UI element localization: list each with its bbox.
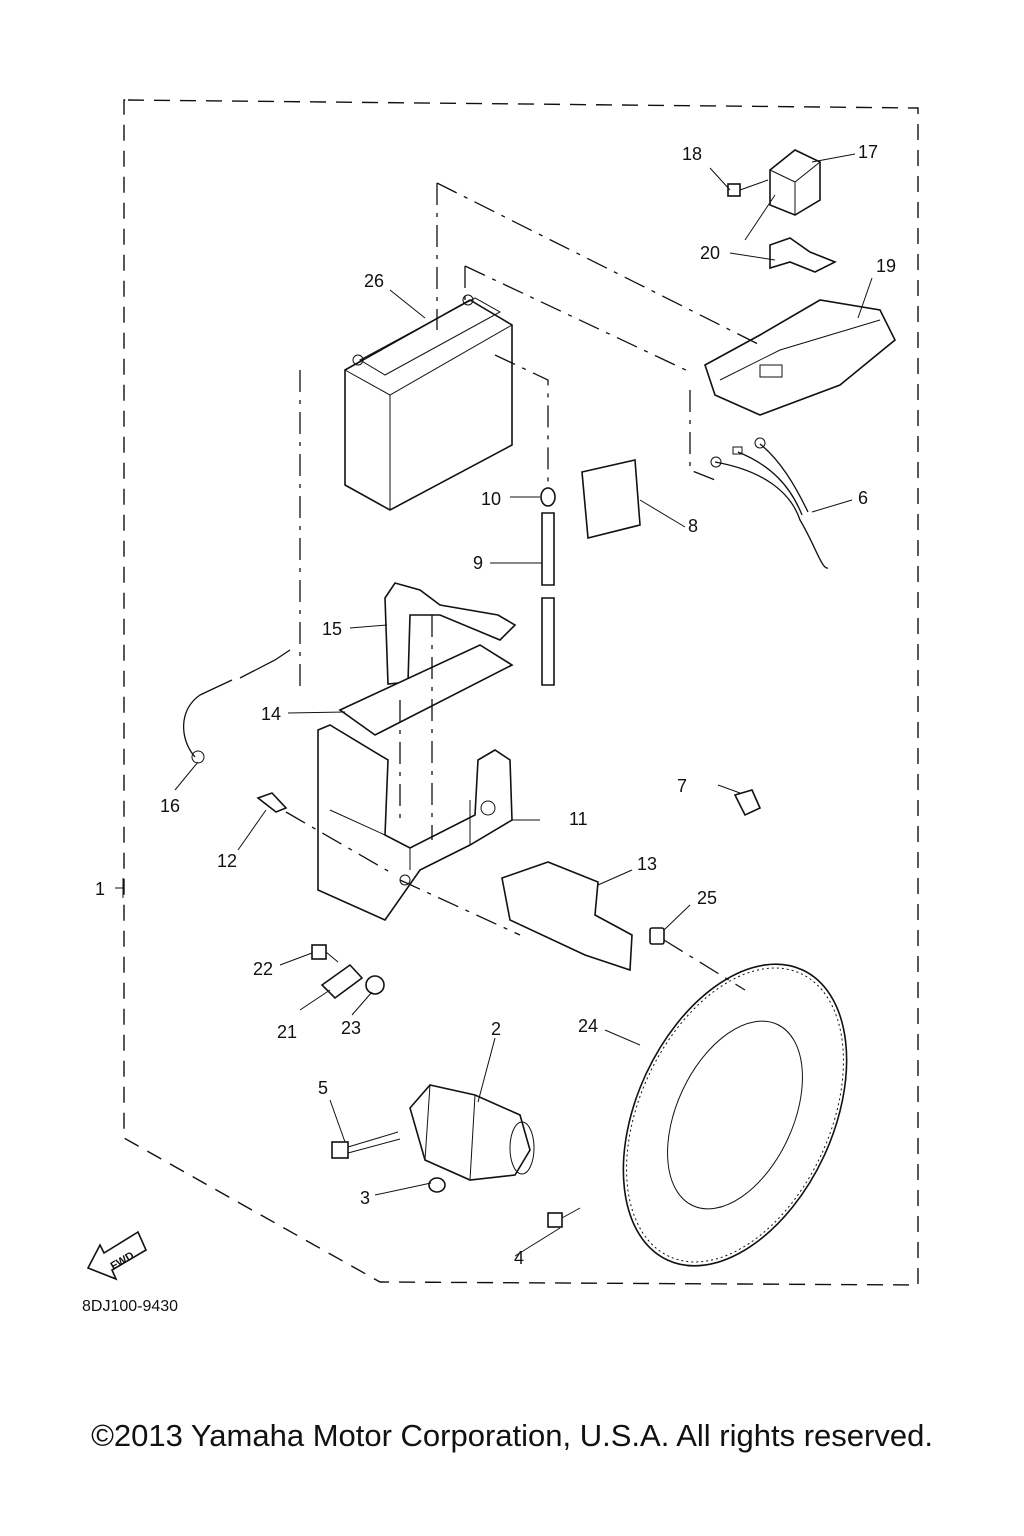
starter-wheel-gear-24 [622, 963, 848, 1267]
bolt-22 [311, 944, 339, 963]
sheet-14 [338, 644, 514, 736]
part-number-12: 12 [217, 851, 237, 871]
bolt-4 [547, 1207, 581, 1228]
part-number-3: 3 [360, 1188, 370, 1208]
breather-pipe-9 [541, 512, 555, 686]
assembly-boundary [123, 99, 919, 1286]
part-number-16: 16 [160, 796, 180, 816]
assembly-guide-lines [285, 182, 761, 991]
starter-relay-17 [744, 149, 821, 241]
part-number-26: 26 [364, 271, 384, 291]
part-number-13: 13 [637, 854, 657, 874]
part-number-23: 23 [341, 1018, 361, 1038]
battery-box-11 [317, 724, 513, 922]
part-number-14: 14 [261, 704, 281, 724]
starter-motor-2 [409, 1084, 535, 1181]
bolt-5 [331, 1131, 401, 1159]
part-number-20: 20 [700, 243, 720, 263]
relay-cover-19 [704, 299, 897, 416]
bolt-18 [727, 179, 769, 197]
part-number-5: 5 [318, 1078, 328, 1098]
bracket-20 [769, 237, 837, 273]
part-number-2: 2 [491, 1019, 501, 1039]
forward-direction-arrow: FWD [86, 1230, 148, 1281]
part-number-labels: 1 2 3 4 5 6 7 8 9 10 11 12 13 14 15 16 1… [95, 142, 896, 1268]
part-number-15: 15 [322, 619, 342, 639]
sheet-8 [581, 459, 641, 540]
bolt-25 [649, 927, 665, 945]
plate-13 [501, 861, 633, 972]
part-number-8: 8 [688, 516, 698, 536]
battery-26 [344, 294, 513, 511]
part-number-22: 22 [253, 959, 273, 979]
o-ring-3 [428, 1177, 446, 1193]
diagram-code: 8DJ100-9430 [82, 1298, 179, 1315]
part-number-19: 19 [876, 256, 896, 276]
part-number-4: 4 [514, 1248, 524, 1268]
clip-7 [733, 789, 762, 817]
leader-lines [115, 153, 873, 1257]
clamp-10 [540, 487, 556, 507]
part-number-6: 6 [858, 488, 868, 508]
part-number-7: 7 [677, 776, 687, 796]
bolt-12 [256, 792, 288, 813]
nut-23 [365, 975, 385, 995]
part-number-10: 10 [481, 489, 501, 509]
part-number-21: 21 [277, 1022, 297, 1042]
part-number-24: 24 [578, 1016, 598, 1036]
copyright-notice: ©2013 Yamaha Motor Corporation, U.S.A. A… [91, 1418, 933, 1453]
part-number-25: 25 [697, 888, 717, 908]
part-number-11: 11 [569, 809, 588, 829]
clamp-21 [320, 963, 364, 1000]
part-number-1: 1 [95, 879, 105, 899]
part-number-9: 9 [473, 553, 483, 573]
wire-harness-6 [710, 437, 829, 569]
part-number-18: 18 [682, 144, 702, 164]
part-number-17: 17 [858, 142, 878, 162]
negative-lead-16 [183, 649, 291, 764]
